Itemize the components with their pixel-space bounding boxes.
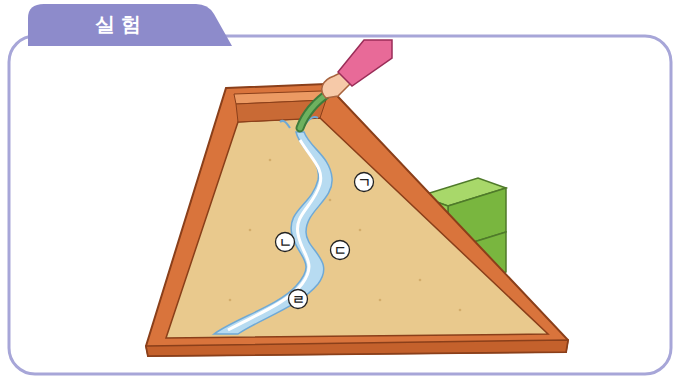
title-text: 실 험 xyxy=(95,11,142,38)
callout-letter: ㄱ xyxy=(358,176,371,189)
title-tab xyxy=(28,4,232,46)
sleeve xyxy=(338,40,392,86)
panel-border xyxy=(9,36,671,374)
callout-letter: ㄷ xyxy=(334,244,347,257)
water-stream xyxy=(214,132,332,334)
water-highlight xyxy=(228,140,321,330)
callout-letter: ㄹ xyxy=(292,293,305,306)
sand-tray xyxy=(146,84,568,356)
callout-circles xyxy=(276,173,374,309)
callout-letter: ㄴ xyxy=(279,236,292,249)
